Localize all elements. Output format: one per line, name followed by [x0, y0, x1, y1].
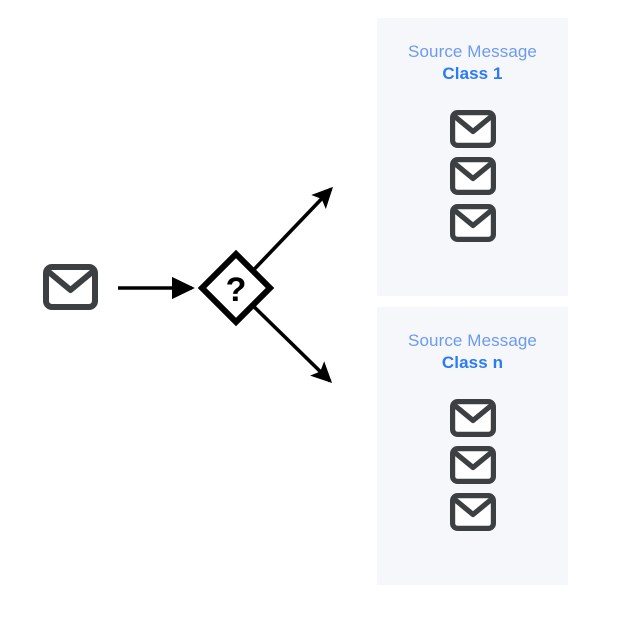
arrow-decision-to-class-1 [241, 186, 333, 283]
class-panel-heading-line2: Class 1 [442, 63, 503, 83]
message-list [377, 399, 568, 531]
envelope-icon[interactable] [449, 493, 496, 531]
class-panel-heading-line1: Source Message [408, 42, 537, 61]
class-panel-heading: Source Message Class n [377, 331, 568, 372]
envelope-icon[interactable] [449, 446, 496, 484]
envelope-icon[interactable] [449, 204, 496, 242]
decision-symbol: ? [226, 271, 247, 309]
arrow-decision-to-class-n [241, 294, 333, 384]
envelope-icon[interactable] [449, 157, 496, 195]
class-panel-heading: Source Message Class 1 [377, 42, 568, 83]
class-panel-class-1[interactable]: Source Message Class 1 [377, 18, 568, 296]
source-message-envelope[interactable] [43, 264, 98, 310]
class-panel-heading-line2: Class n [441, 352, 504, 372]
message-list [377, 110, 568, 242]
envelope-icon[interactable] [449, 110, 496, 148]
class-panel-class-n[interactable]: Source Message Class n [377, 307, 568, 585]
envelope-icon[interactable] [449, 399, 496, 437]
class-panel-heading-line1: Source Message [408, 331, 537, 350]
envelope-icon [43, 264, 98, 310]
